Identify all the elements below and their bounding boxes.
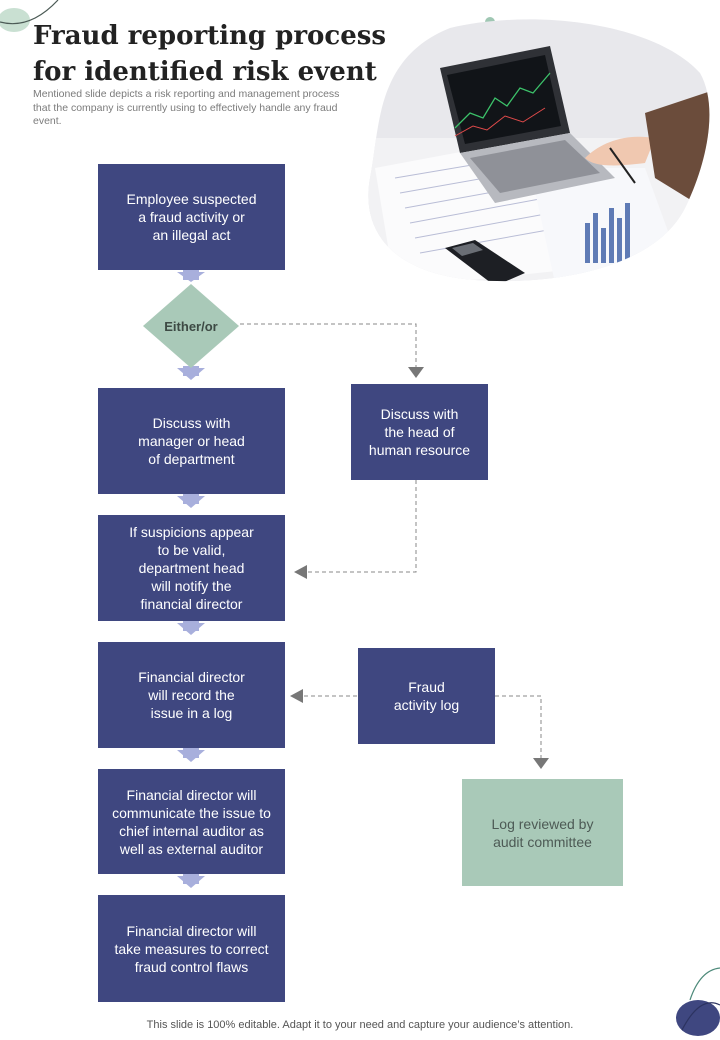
dashed-connector-decision-to-hr (240, 323, 417, 368)
down-arrow-4 (177, 621, 205, 635)
decision-label: Either/or (164, 318, 218, 334)
page-title: Fraud reporting process for identified r… (33, 21, 387, 87)
office-photo-image (368, 19, 710, 282)
down-arrow-3 (177, 494, 205, 508)
step-correct-control-flaws: Financial director will take measures to… (98, 895, 285, 1002)
corner-blob-shape (676, 1000, 720, 1036)
step-communicate-to-auditors: Financial director will communicate the … (98, 769, 285, 874)
down-arrow-2 (177, 366, 205, 380)
down-arrow-6 (177, 874, 205, 888)
step-discuss-with-hr: Discuss with the head of human resource (351, 384, 488, 480)
decision-node: Either/or (143, 284, 239, 368)
footer-note: This slide is 100% editable. Adapt it to… (146, 1019, 574, 1031)
dashed-connector-log-to-audit (495, 695, 542, 759)
audit-committee-review: Log reviewed by audit committee (462, 779, 623, 886)
step-employee-suspects-fraud: Employee suspected a fraud activity or a… (98, 164, 285, 270)
fraud-activity-log: Fraud activity log (358, 648, 495, 744)
down-arrow-5 (177, 748, 205, 762)
step-notify-financial-director: If suspicions appear to be valid, depart… (98, 515, 285, 621)
step-record-issue-in-log: Financial director will record the issue… (98, 642, 285, 748)
down-arrow-1 (177, 270, 205, 282)
corner-leaf-shape (0, 8, 30, 32)
dashed-connector-hr-to-step3 (306, 480, 417, 573)
page-subtitle: Mentioned slide depicts a risk reporting… (33, 88, 340, 127)
step-discuss-with-manager: Discuss with manager or head of departme… (98, 388, 285, 494)
